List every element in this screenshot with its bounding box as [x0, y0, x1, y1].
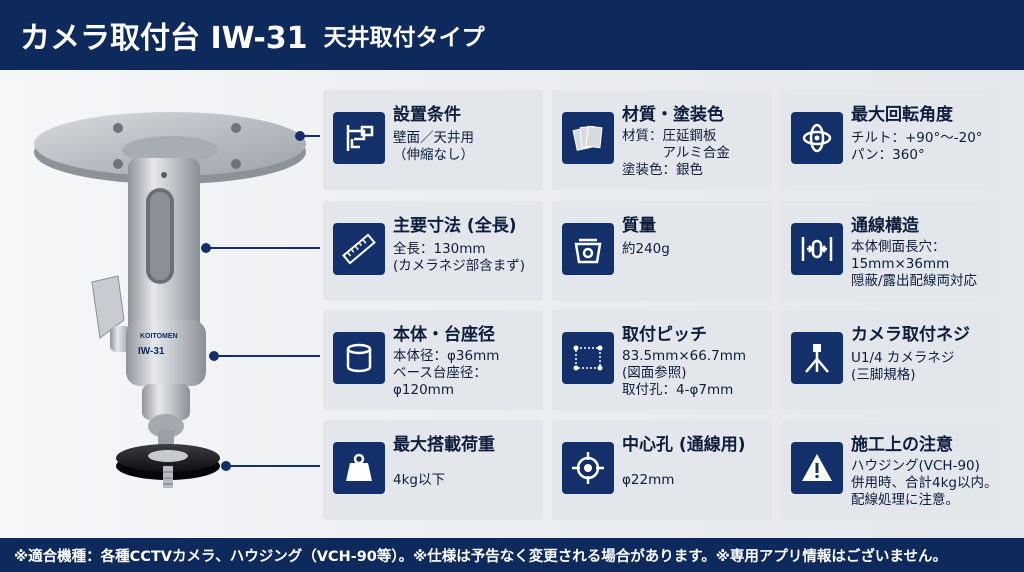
card-title: 通線構造: [851, 216, 919, 236]
spec-card-rotation: 最大回転角度 チルト：+90°〜-20° パン：360°: [781, 90, 1001, 190]
page-title: カメラ取付台 IW-31: [20, 21, 308, 56]
card-title: 設置条件: [393, 105, 461, 125]
weight-icon: [333, 442, 385, 494]
card-body: チルト：+90°〜-20° パン：360°: [851, 130, 983, 163]
card-title: 本体・台座径: [393, 325, 495, 345]
page-subtitle: 天井取付タイプ: [323, 25, 485, 51]
card-body: 約240g: [622, 241, 670, 257]
header-bar: カメラ取付台 IW-31 天井取付タイプ: [0, 0, 1024, 70]
card-body: 全長：130mm (カメラネジ部含まず): [393, 241, 526, 274]
ruler-icon: [333, 223, 385, 275]
warning-icon: [791, 442, 843, 494]
spec-card-center-hole: 中心孔 (通線用) φ22mm: [552, 420, 772, 520]
spec-card-material: 材質・塗装色 材質：圧延鋼板 アルミ合金 塗装色：銀色: [552, 90, 772, 190]
material-sheets-icon: [562, 112, 614, 164]
spec-card-diameter: 本体・台座径 本体径：φ36mm ベース台座径： φ120mm: [323, 310, 543, 410]
card-title: 主要寸法 (全長): [393, 216, 517, 236]
product-brand: KOITOMEN: [140, 333, 178, 340]
footer-text: ※適合機種：各種CCTVカメラ、ハウジング（VCH-90等）。※仕様は予告なく変…: [14, 548, 947, 565]
spec-card-wiring: 通線構造 本体側面長穴： 15mm×36mm 隠蔽/露出配線両対応: [781, 201, 1001, 301]
card-title: 最大回転角度: [851, 105, 953, 125]
card-title: 最大搭載荷重: [393, 435, 495, 455]
scale-icon: [562, 223, 614, 275]
rotation-icon: [791, 112, 843, 164]
bracket-icon: [333, 112, 385, 164]
spec-card-dimensions: 主要寸法 (全長) 全長：130mm (カメラネジ部含まず): [323, 201, 543, 301]
card-title: 施工上の注意: [851, 435, 953, 455]
card-title: 材質・塗装色: [622, 105, 724, 125]
spec-card-screw: カメラ取付ネジ U1/4 カメラネジ (三脚規格): [781, 310, 1001, 410]
card-body: 本体側面長穴： 15mm×36mm 隠蔽/露出配線両対応: [851, 239, 978, 289]
spec-card-load: 最大搭載荷重 4kg以下: [323, 420, 543, 520]
spec-card-installation: 設置条件 壁面／天井用 （伸縮なし）: [323, 90, 543, 190]
tripod-icon: [791, 332, 843, 384]
card-body: φ22mm: [622, 472, 675, 488]
spec-card-weight: 質量 約240g: [552, 201, 772, 301]
card-title: 質量: [622, 216, 656, 236]
card-title: カメラ取付ネジ: [851, 325, 970, 345]
card-body: 材質：圧延鋼板 アルミ合金 塗装色：銀色: [622, 128, 730, 178]
card-body: 83.5mm×66.7mm (図面参照) 取付孔：4-φ7mm: [622, 348, 747, 398]
wiring-icon: [791, 223, 843, 275]
card-body: ハウジング(VCH-90) 併用時、合計4kg以内。 配線処理に注意。: [851, 458, 998, 508]
product-illustration: KOITOMEN IW-31: [0, 70, 322, 538]
product-model: IW-31: [138, 346, 165, 357]
footer-note: ※適合機種：各種CCTVカメラ、ハウジング（VCH-90等）。※仕様は予告なく変…: [0, 538, 1024, 572]
card-body: U1/4 カメラネジ (三脚規格): [851, 350, 955, 383]
spec-card-pitch: 取付ピッチ 83.5mm×66.7mm (図面参照) 取付孔：4-φ7mm: [552, 310, 772, 410]
card-body: 本体径：φ36mm ベース台座径： φ120mm: [393, 348, 500, 398]
card-body: 壁面／天井用 （伸縮なし）: [393, 130, 474, 163]
card-body: 4kg以下: [393, 472, 445, 488]
cylinder-icon: [333, 332, 385, 384]
card-title: 中心孔 (通線用): [622, 435, 746, 455]
pitch-icon: [562, 332, 614, 384]
card-title: 取付ピッチ: [622, 325, 707, 345]
target-icon: [562, 442, 614, 494]
spec-card-caution: 施工上の注意 ハウジング(VCH-90) 併用時、合計4kg以内。 配線処理に注…: [781, 420, 1001, 520]
